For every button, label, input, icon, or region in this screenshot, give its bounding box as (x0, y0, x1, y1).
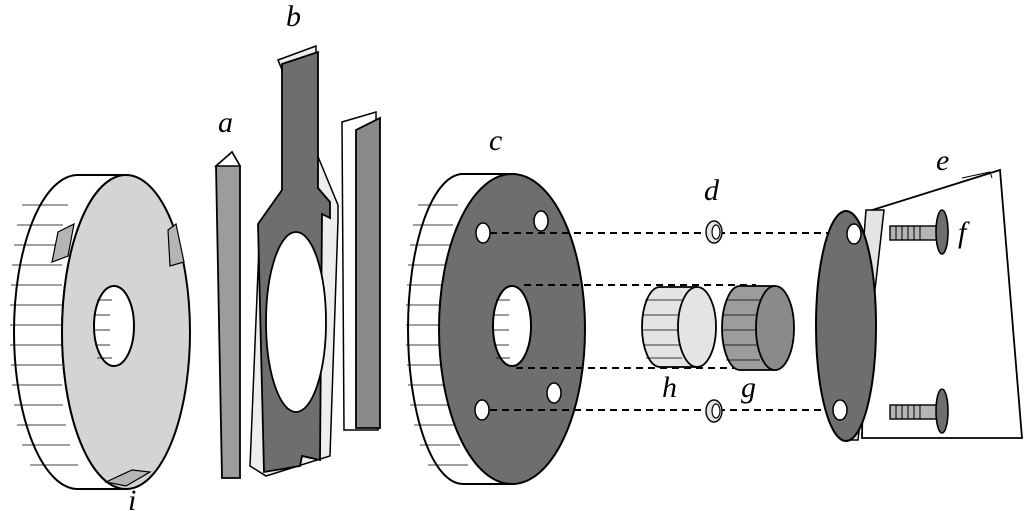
right-strip (341, 110, 381, 431)
label-a: a (218, 106, 233, 139)
label-b: b (286, 0, 301, 33)
alignment-lines (490, 232, 850, 411)
part-d-ring-top (705, 220, 723, 244)
label-f: f (958, 216, 967, 249)
label-h: h (662, 371, 677, 404)
part-c-disc (406, 173, 586, 485)
label-e: e (936, 144, 950, 177)
label-d: d (704, 174, 719, 207)
part-h-cylinder (641, 286, 717, 368)
label-c: c (489, 124, 503, 157)
part-g-cylinder (721, 285, 795, 371)
label-g: g (741, 371, 756, 404)
part-b-plate (249, 44, 339, 477)
part-f-screw-bottom (889, 388, 949, 434)
part-f-screw-top (889, 209, 949, 255)
label-i: i (128, 484, 137, 517)
part-i-disc (10, 174, 191, 490)
part-a-strip (214, 150, 242, 479)
part-e-housing (815, 168, 1023, 442)
part-d-ring-bottom (705, 399, 723, 423)
